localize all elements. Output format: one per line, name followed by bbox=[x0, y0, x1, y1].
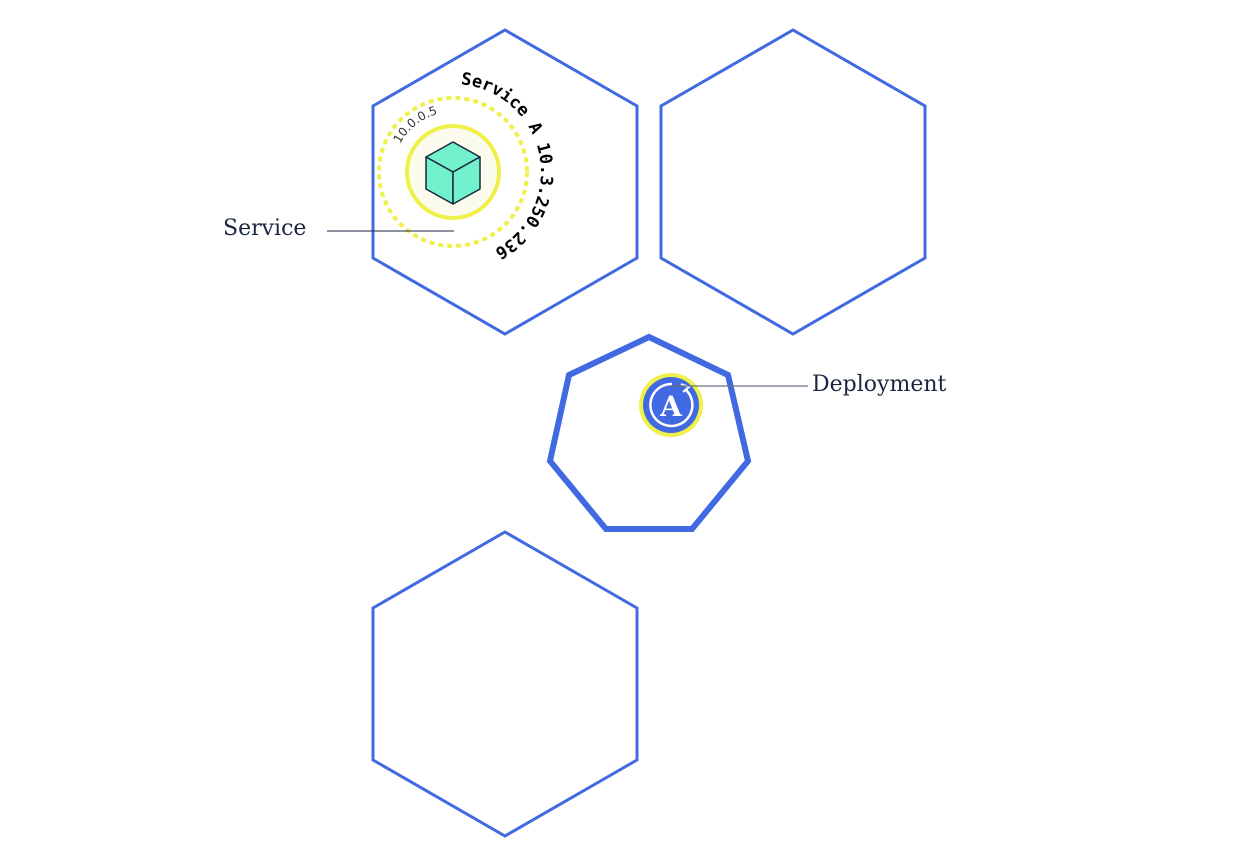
deployment-icon[interactable]: A bbox=[639, 373, 703, 437]
deployment-heptagon bbox=[546, 333, 752, 532]
node-hexagon-2 bbox=[659, 28, 927, 336]
node-hexagon-3 bbox=[371, 530, 639, 838]
service-group[interactable]: Service A 10.3.250.236 10.0.0.5 bbox=[377, 69, 556, 263]
cube-icon bbox=[425, 141, 481, 205]
service-label: Service bbox=[223, 216, 306, 241]
node-hexagon-1 bbox=[371, 28, 639, 336]
deployment-letter: A bbox=[659, 390, 683, 423]
deployment-cycle-icon bbox=[649, 382, 694, 428]
service-dashed-ring bbox=[377, 96, 529, 248]
cycle-arrow-icon bbox=[680, 383, 691, 393]
deployment-label: Deployment bbox=[812, 372, 947, 397]
